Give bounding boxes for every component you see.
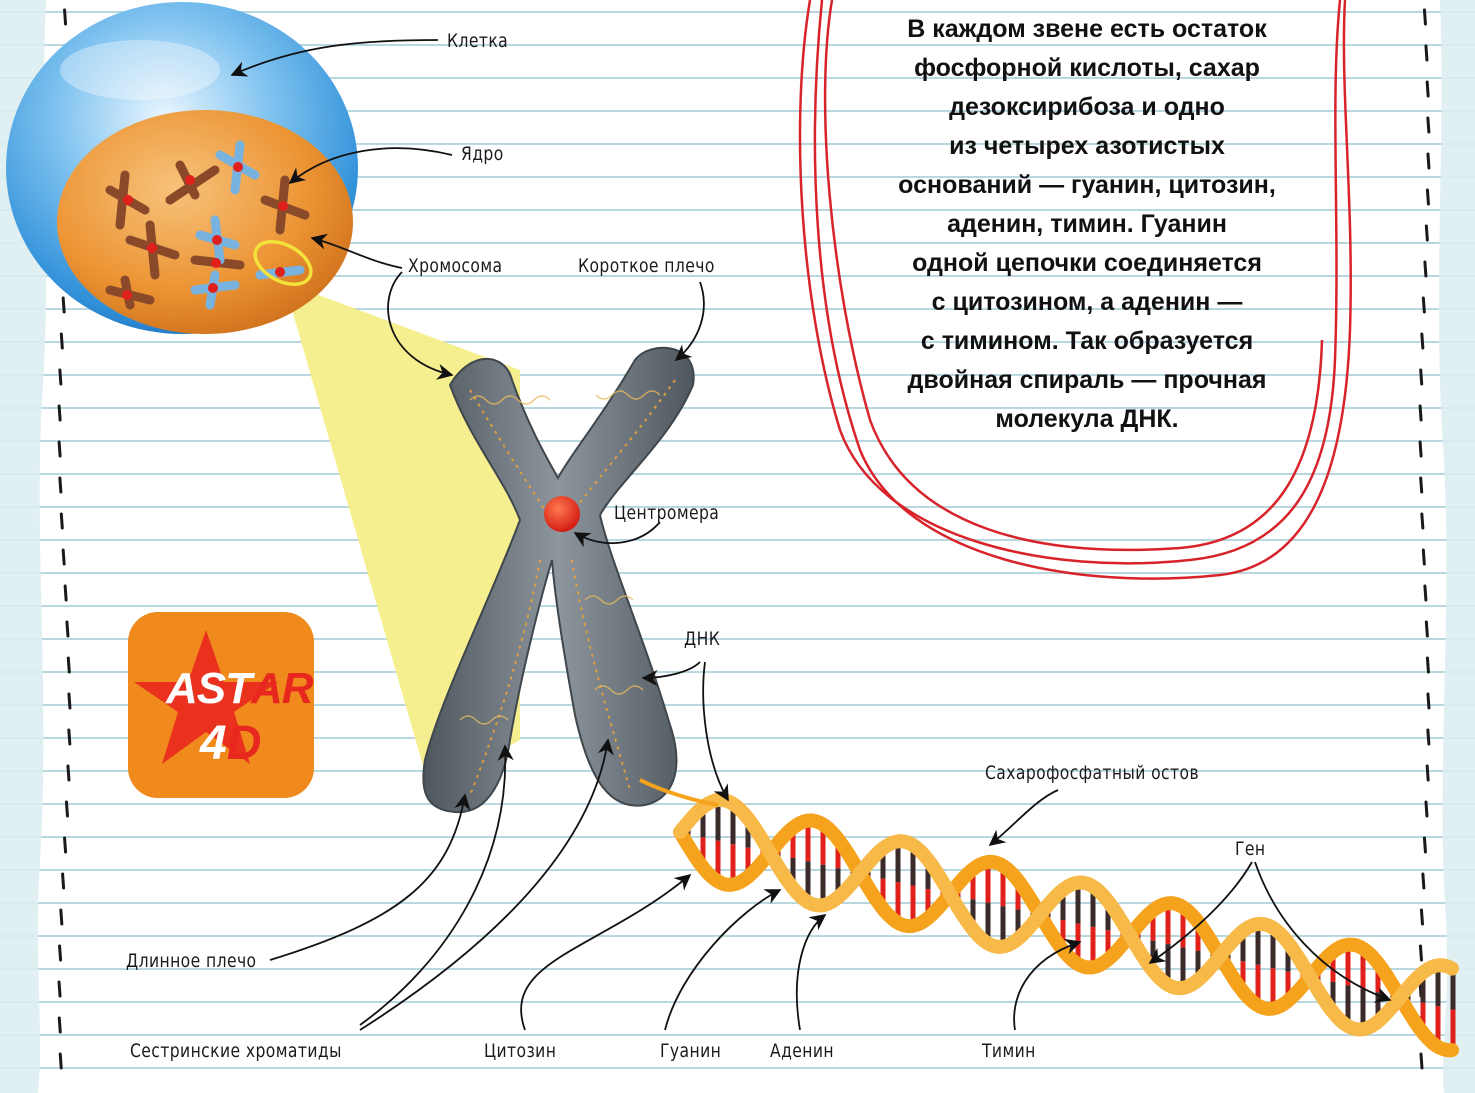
- info-line: аденин, тимин. Гуанин: [862, 205, 1312, 244]
- label-sister-chromatids: Сестринские хроматиды: [130, 1040, 342, 1062]
- nucleus: [57, 110, 353, 334]
- label-long-arm: Длинное плечо: [126, 950, 256, 972]
- label-sugar-phosphate-backbone: Сахарофосфатный остов: [985, 762, 1199, 784]
- label-adenine: Аденин: [770, 1040, 834, 1062]
- info-text-block: В каждом звене есть остаток фосфорной ки…: [862, 10, 1312, 439]
- label-centromere: Центромера: [614, 502, 719, 524]
- info-line: оснований — гуанин, цитозин,: [862, 166, 1312, 205]
- label-chromosome: Хромосома: [408, 255, 502, 277]
- info-line: с тимином. Так образуется: [862, 322, 1312, 361]
- label-thymine: Тимин: [982, 1040, 1036, 1062]
- label-short-arm: Короткое плечо: [578, 255, 715, 277]
- info-line: В каждом звене есть остаток: [862, 10, 1312, 49]
- info-line: двойная спираль — прочная: [862, 361, 1312, 400]
- label-nucleus: Ядро: [461, 143, 504, 165]
- label-dna: ДНК: [684, 628, 720, 650]
- label-cell: Клетка: [447, 30, 508, 52]
- info-line: молекула ДНК.: [862, 400, 1312, 439]
- label-guanine: Гуанин: [660, 1040, 721, 1062]
- info-line: из четырех азотистых: [862, 127, 1312, 166]
- label-gene: Ген: [1235, 838, 1266, 860]
- logo-line-1: ASTAR: [166, 664, 313, 714]
- logo-line-2: 4D: [200, 716, 261, 771]
- info-line: с цитозином, а аденин —: [862, 283, 1312, 322]
- info-line: фосфорной кислоты, сахар: [862, 49, 1312, 88]
- label-cytosine: Цитозин: [484, 1040, 556, 1062]
- info-line: одной цепочки соединяется: [862, 244, 1312, 283]
- info-line: дезоксирибоза и одно: [862, 88, 1312, 127]
- centromere: [544, 496, 580, 532]
- astar-4d-logo[interactable]: ASTAR 4D: [128, 612, 314, 798]
